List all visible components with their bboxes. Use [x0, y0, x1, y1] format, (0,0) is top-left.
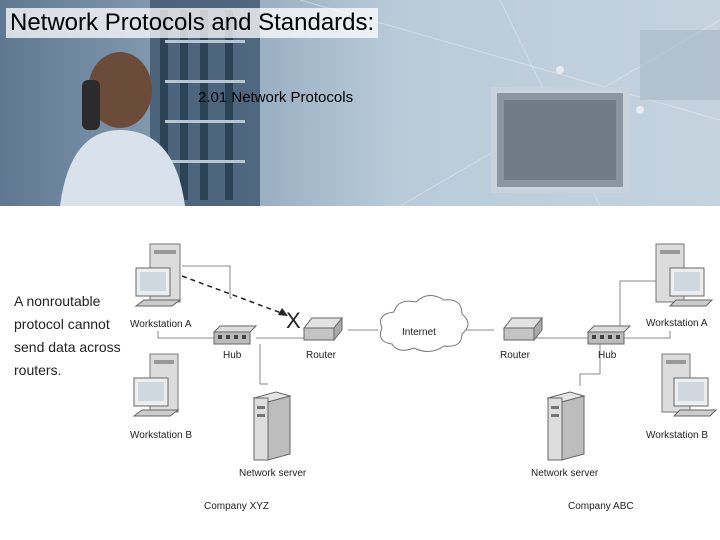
arrow-head-icon	[278, 308, 288, 316]
cables	[157, 265, 671, 386]
router-icon	[302, 316, 344, 342]
left-workstation-b-label: Workstation B	[130, 430, 192, 441]
workstation-icon	[134, 243, 182, 307]
blocked-path-arrow	[181, 275, 285, 315]
right-hub-label: Hub	[598, 350, 617, 361]
left-hub-label: Hub	[223, 350, 242, 361]
workstation-icon	[655, 243, 714, 307]
slide-title: Network Protocols and Standards:	[6, 8, 379, 38]
workstation-icon	[132, 353, 180, 417]
right-server-label: Network server	[531, 468, 599, 479]
router-icon	[502, 316, 544, 342]
blocked-x-mark: X	[286, 308, 301, 333]
server-icon	[252, 391, 292, 461]
workstation-icon	[661, 353, 718, 417]
slide-subtitle: 2.01 Network Protocols	[198, 89, 354, 106]
internet-label: Internet	[402, 327, 436, 338]
right-company-label: Company ABC	[568, 501, 634, 512]
server-icon	[546, 391, 586, 461]
header-banner: Network Protocols and Standards: 2.01 Ne…	[0, 0, 720, 206]
left-company-label: Company XYZ	[204, 501, 269, 512]
internet-cloud-icon	[379, 295, 469, 352]
right-workstation-b-label: Workstation B	[646, 430, 708, 441]
hub-icon	[586, 325, 632, 345]
nonroutable-note: A nonroutable protocol cannot send data …	[14, 293, 121, 378]
left-router-label: Router	[306, 350, 337, 361]
right-workstation-a-label: Workstation A	[646, 318, 708, 329]
left-workstation-a-label: Workstation A	[130, 319, 192, 330]
hub-icon	[212, 325, 258, 345]
network-diagram: X Workstation A Workstation B Hub Router	[130, 243, 718, 512]
left-server-label: Network server	[239, 468, 307, 479]
right-router-label: Router	[500, 350, 531, 361]
